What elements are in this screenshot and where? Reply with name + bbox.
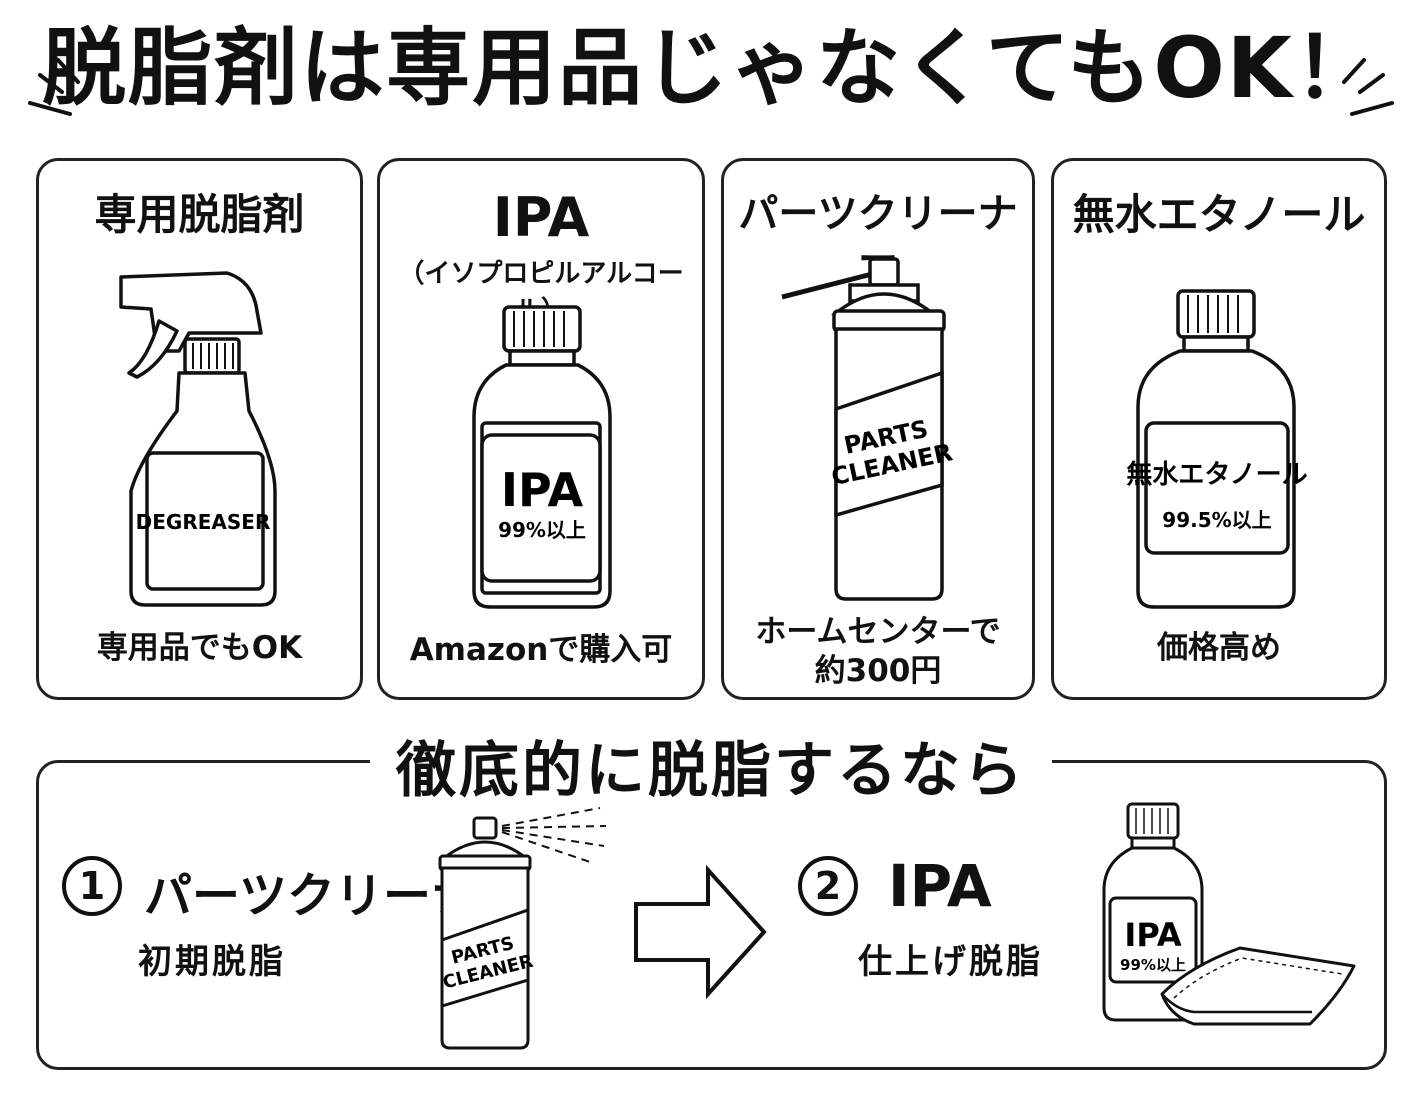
card-title: 専用脱脂剤 <box>94 190 305 239</box>
spray-can-icon: PARTS CLEANER <box>438 807 607 1050</box>
card-title: 無水エタノール <box>1072 190 1366 239</box>
product-label: 無水エタノール <box>1126 460 1307 490</box>
product-label: DEGREASER <box>136 510 271 534</box>
card-title: IPA <box>492 186 590 249</box>
bottle-icon: 無水エタノール 99.5%以上 <box>1126 289 1308 609</box>
card-note: Amazonで購入可 <box>409 632 673 668</box>
spray-can-icon: PARTS CLEANER <box>781 257 955 601</box>
spray-bottle-icon: DEGREASER <box>119 271 277 607</box>
card-note-line1: ホームセンターで <box>755 614 1001 650</box>
product-sub-label: 99.5%以上 <box>1162 508 1271 532</box>
card-note: 価格高め <box>1157 630 1281 666</box>
product-sub-label: 99%以上 <box>1120 956 1186 974</box>
burst-lines-icon <box>28 58 1394 116</box>
card-note: ホームセンターで 約300円 <box>724 613 1032 691</box>
step-number-1: 1 <box>62 856 122 916</box>
card-note-line2: 約300円 <box>814 652 942 689</box>
step-number-2: 2 <box>798 856 858 916</box>
cloth-icon <box>1160 946 1356 1026</box>
product-label: IPA <box>1124 916 1181 954</box>
right-arrow-icon <box>634 864 767 1000</box>
step-name-2: IPA <box>888 852 992 920</box>
card-ethanol: 無水エタノール 無水エタノール 99.5%以上 価格高め <box>1051 158 1387 700</box>
step-description-1: 初期脱脂 <box>138 942 286 982</box>
card-parts-cleaner: パーツクリーナー PARTS CLEANER ホームセンターで 約300円 <box>721 158 1035 700</box>
step-description-2: 仕上げ脱脂 <box>858 942 1043 982</box>
page-title: 脱脂剤は専用品じゃなくてもOK！ <box>42 19 1380 117</box>
card-degreaser: 専用脱脂剤 DEGREASER 専用品でもOK <box>36 158 363 700</box>
bottle-icon: IPA 99%以上 <box>472 305 612 609</box>
product-sub-label: 99%以上 <box>498 518 586 542</box>
section-title: 徹底的に脱脂するなら <box>0 722 1422 809</box>
card-note: 専用品でもOK <box>96 630 303 666</box>
bottle-icon: IPA 99%以上 <box>1102 802 1356 1026</box>
card-ipa: IPA （イソプロピルアルコール） IPA 99%以上 Amazonで購入可 <box>377 158 705 700</box>
product-label: IPA <box>501 463 584 517</box>
